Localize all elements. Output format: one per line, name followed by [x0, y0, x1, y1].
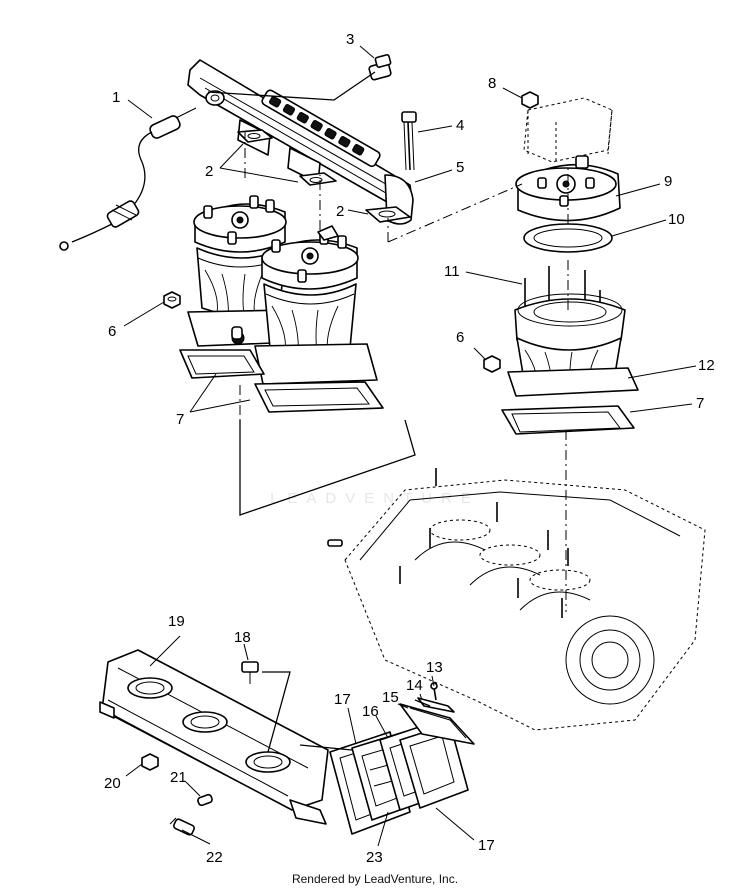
callout-6-right: 6 [456, 329, 464, 346]
callout-11: 11 [444, 263, 460, 280]
callout-5: 5 [456, 159, 464, 176]
callout-8: 8 [488, 75, 496, 92]
callout-15: 15 [382, 689, 399, 706]
callout-1: 1 [112, 89, 120, 106]
callout-22: 22 [206, 849, 223, 866]
callout-7-left: 7 [176, 411, 184, 428]
dowel-pin [197, 793, 213, 807]
callout-14: 14 [406, 677, 423, 694]
callout-17-upper: 17 [334, 691, 351, 708]
reed-valve-assembly [329, 682, 475, 835]
callout-10: 10 [668, 211, 685, 228]
callout-3: 3 [346, 31, 354, 48]
nut-left [163, 291, 181, 309]
hose-fitting [169, 817, 195, 836]
callout-7-right: 7 [696, 395, 704, 412]
intake-screw [141, 753, 159, 771]
intake-bolt [241, 661, 259, 684]
callout-13: 13 [426, 659, 443, 676]
callout-20: 20 [104, 775, 121, 792]
twin-cylinder-assembly [187, 195, 378, 385]
leader-lines [123, 45, 697, 847]
manifold-plug [368, 54, 392, 81]
callout-12: 12 [698, 357, 715, 374]
callout-2-upper: 2 [205, 163, 213, 180]
callout-21: 21 [170, 769, 187, 786]
reference-lines [207, 71, 569, 753]
callout-6-left: 6 [108, 323, 116, 340]
callout-labels: 1 2 2 3 4 5 6 6 7 7 8 9 10 11 12 13 14 1… [104, 31, 715, 866]
callout-17-lower: 17 [478, 837, 495, 854]
callout-18: 18 [234, 629, 251, 646]
intake-manifold [99, 649, 329, 825]
manifold-bolt [401, 111, 417, 171]
callout-2-lower: 2 [336, 203, 344, 220]
callout-9: 9 [664, 173, 672, 190]
credit-text: Rendered by LeadVenture, Inc. [291, 872, 459, 886]
base-gaskets-left [179, 349, 384, 413]
crankcase [327, 468, 706, 731]
callout-23: 23 [366, 849, 383, 866]
callout-16: 16 [362, 703, 379, 720]
callout-4: 4 [456, 117, 464, 134]
single-cylinder-stack [483, 91, 639, 435]
exhaust-manifold [187, 59, 414, 225]
exhaust-gaskets [237, 129, 411, 223]
callout-19: 19 [168, 613, 185, 630]
temperature-sensor [59, 107, 197, 251]
watermark-text: LEADVENTURE [270, 490, 480, 507]
